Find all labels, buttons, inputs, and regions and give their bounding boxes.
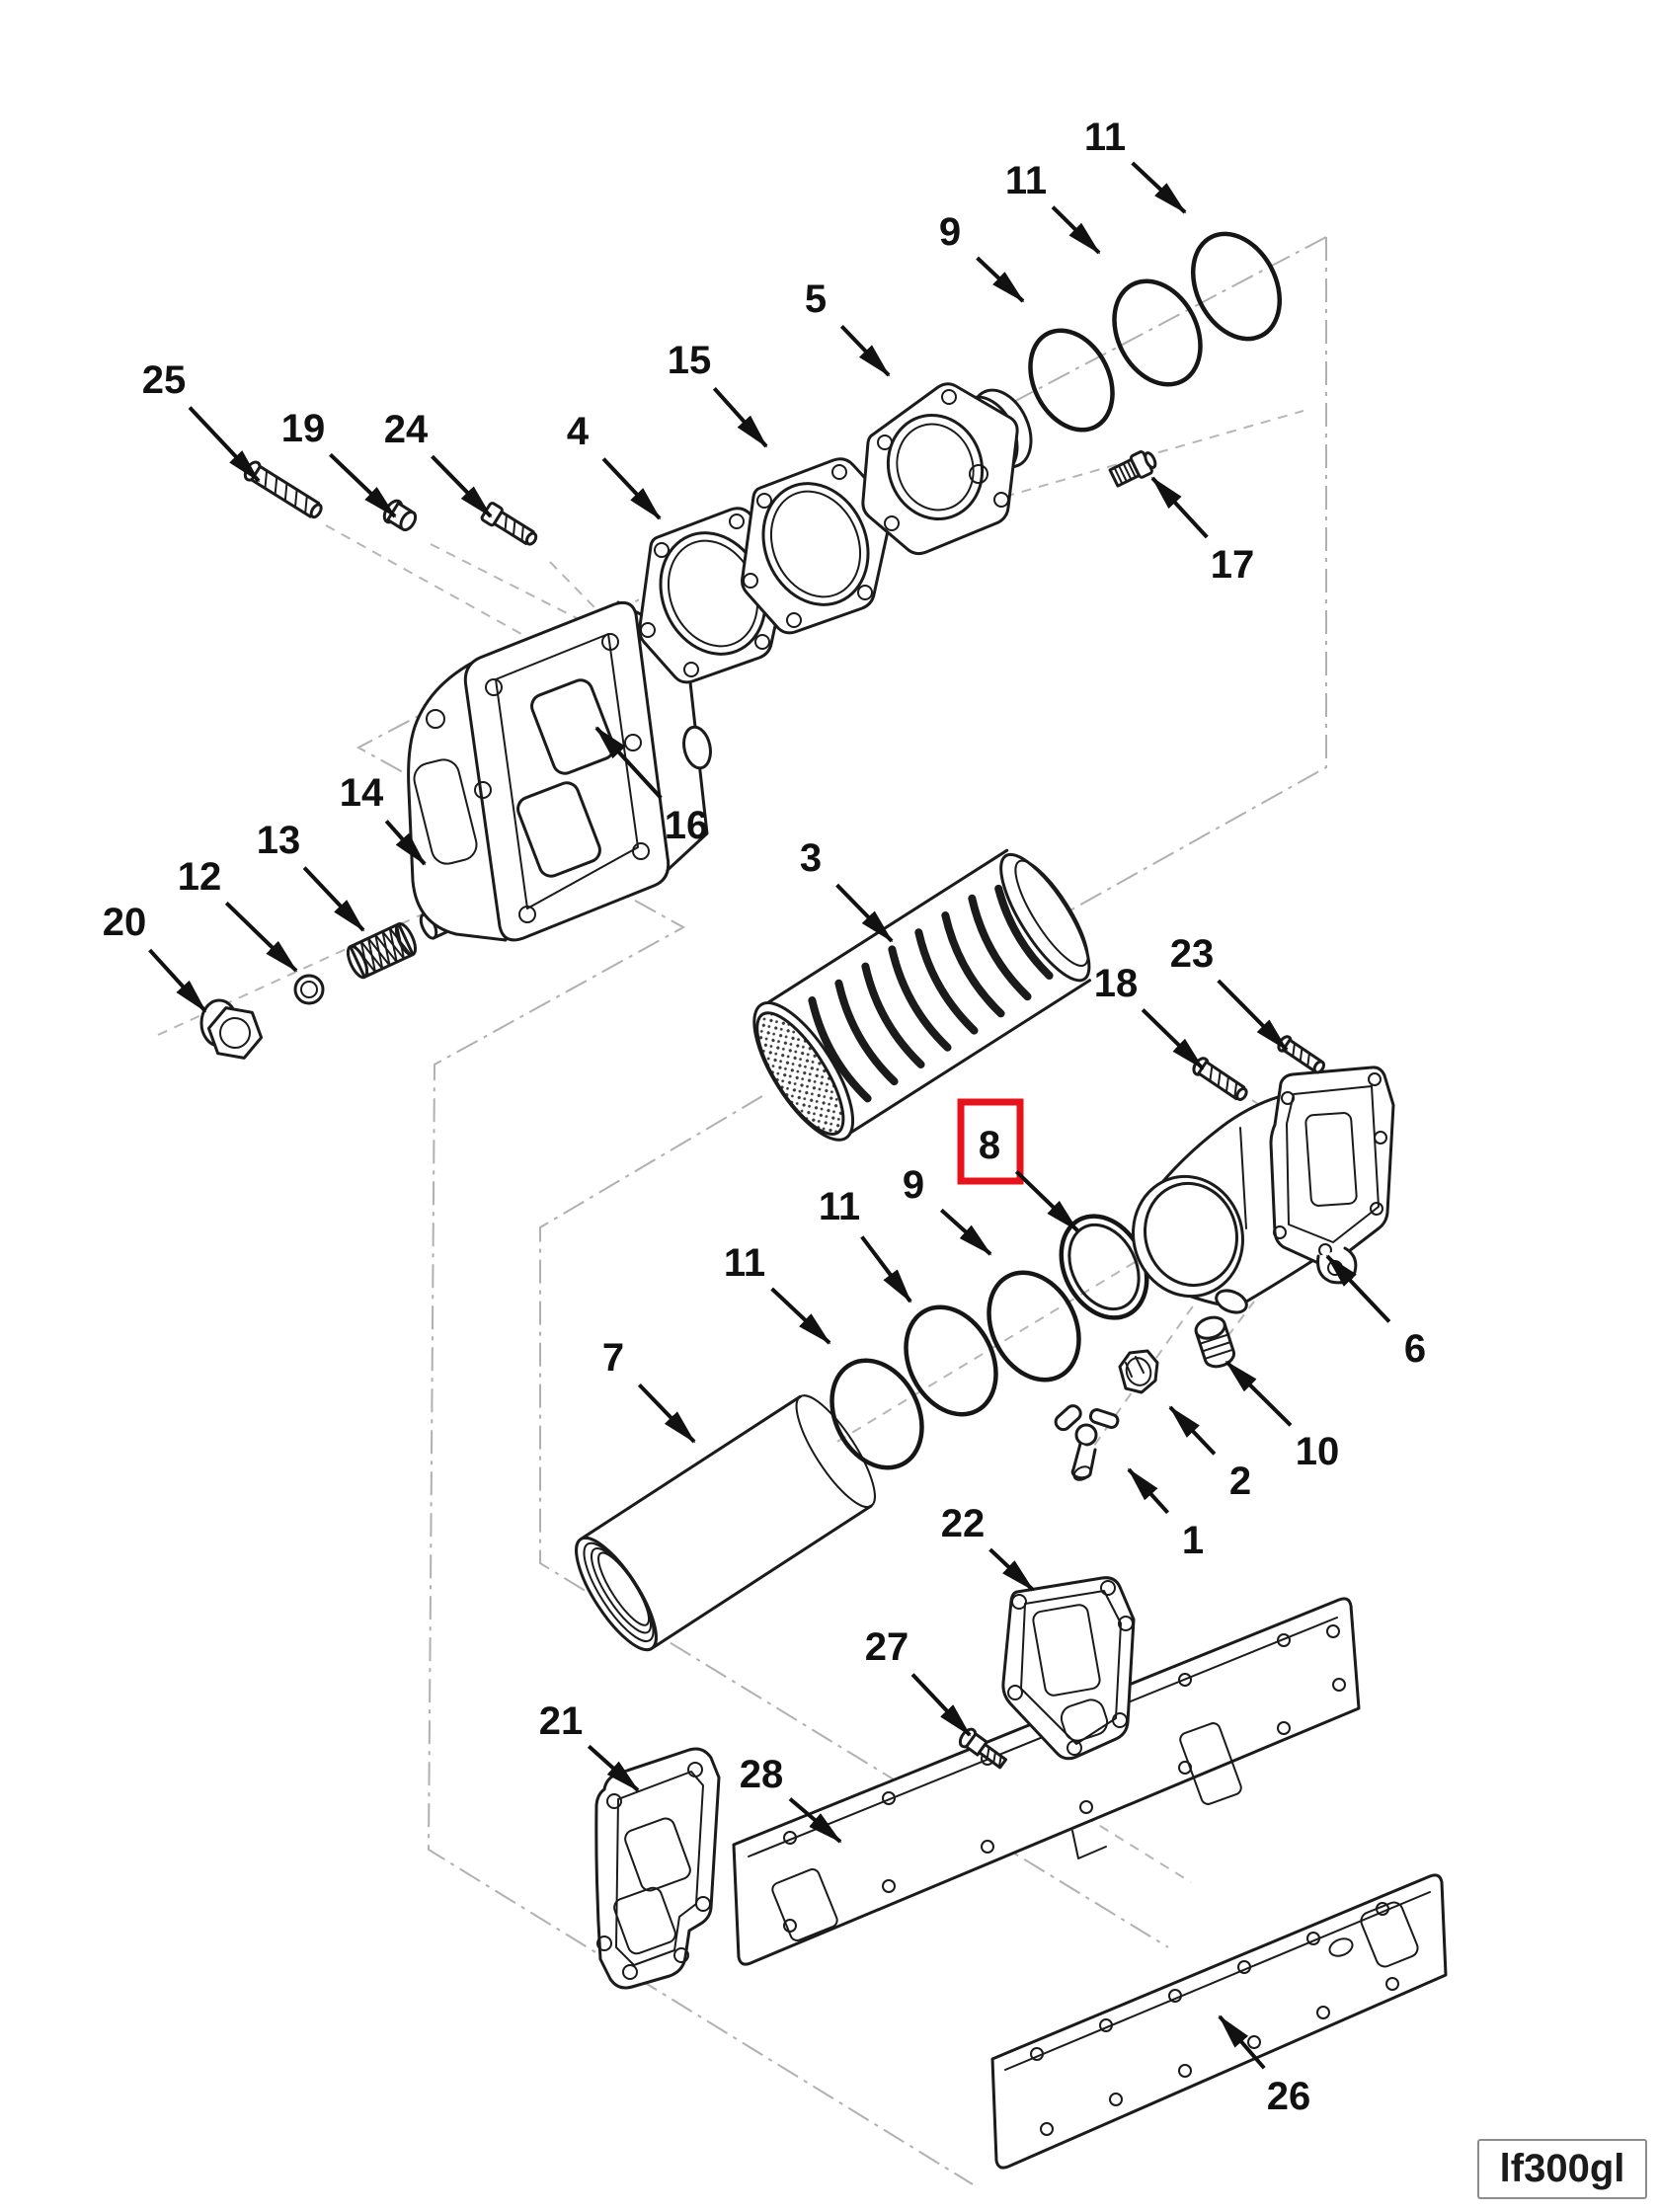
part-19-plug (382, 499, 418, 532)
callout-part-18: 18 (1094, 962, 1205, 1070)
callout-part-20: 20 (103, 901, 207, 1013)
part-number-label: 18 (1094, 962, 1139, 1005)
callout-part-4: 4 (567, 410, 662, 520)
part-16-cooler-cover (407, 600, 712, 942)
callout-part-9: 9 (903, 1163, 992, 1256)
part-number-label: 26 (1267, 2075, 1311, 2118)
callout-part-14: 14 (340, 771, 427, 866)
part-11-oring (830, 1358, 924, 1470)
part-number-label: 20 (103, 901, 147, 944)
callout-part-1: 1 (1127, 1467, 1204, 1562)
part-number-label: 15 (668, 339, 712, 382)
callout-part-22: 22 (941, 1502, 1035, 1592)
part-number-label: 7 (602, 1336, 624, 1380)
part-12-oring-small (293, 974, 325, 1005)
callout-part-13: 13 (257, 819, 365, 932)
part-11-oring (1190, 231, 1283, 342)
part-number-label: 9 (903, 1163, 924, 1207)
callout-part-26: 26 (1218, 2014, 1311, 2118)
part-number-label: 16 (665, 804, 709, 847)
part-number-label: 9 (939, 210, 961, 254)
section-plane-lines (356, 236, 1327, 2185)
part-9-oring (1028, 328, 1115, 433)
callout-part-11: 11 (1084, 116, 1187, 214)
part-number-label: 12 (178, 855, 222, 899)
part-2-hex-plug (1118, 1349, 1159, 1394)
part-number-label: 4 (567, 410, 590, 453)
callout-part-11: 11 (1005, 159, 1101, 255)
part-6-transfer-housing (1132, 1066, 1395, 1314)
part-number-label: 14 (340, 771, 384, 815)
part-number-label: 6 (1404, 1327, 1426, 1371)
callout-layer: 25 19 24 4 15 5 9 11 11 17 16 14 13 12 20 3 18 23 6 8 9 11 11 7… (103, 116, 1426, 2118)
part-9-oring (987, 1270, 1081, 1382)
part-number-label: 25 (142, 358, 187, 402)
part-number-label: 22 (941, 1502, 986, 1545)
part-number-label: 24 (384, 408, 429, 451)
callout-part-24: 24 (384, 408, 493, 518)
part-number-label: 1 (1182, 1519, 1204, 1562)
part-number-label: 19 (281, 407, 326, 450)
callout-part-16: 16 (594, 726, 709, 847)
part-number-label: 5 (805, 277, 827, 321)
callout-part-6: 6 (1325, 1254, 1426, 1371)
part-17-fitting (1108, 450, 1157, 488)
part-number-label: 8 (979, 1124, 1000, 1167)
callout-part-3: 3 (800, 836, 894, 943)
part-number-label: 10 (1296, 1430, 1340, 1473)
part-11-oring (904, 1304, 998, 1417)
part-3-cooler-core (752, 848, 1092, 1142)
callout-part-5: 5 (805, 277, 891, 377)
part-25-stud (243, 460, 323, 519)
highlight-box (957, 1098, 1024, 1185)
callout-part-2: 2 (1168, 1405, 1251, 1503)
part-11-oring (1112, 278, 1203, 387)
part-20-hex-plug (199, 998, 264, 1060)
callout-part-28: 28 (740, 1753, 842, 1844)
part-24-bolt (480, 502, 538, 546)
callout-part-11: 11 (724, 1241, 831, 1345)
part-22-gasket (1001, 1576, 1136, 1761)
callout-part-19: 19 (281, 407, 397, 518)
figure-code-label: lf300gl (1477, 2139, 1647, 2199)
callout-part-17: 17 (1150, 476, 1255, 587)
callout-part-10: 10 (1224, 1360, 1340, 1473)
callout-part-11: 11 (819, 1185, 912, 1304)
callout-part-23: 23 (1170, 932, 1289, 1052)
part-number-label: 11 (819, 1185, 860, 1228)
callout-part-9: 9 (939, 210, 1025, 303)
part-number-label: 11 (1084, 116, 1126, 159)
part-number-label: 11 (1005, 159, 1047, 202)
part-26-core-plate (990, 1873, 1448, 2170)
part-number-label: 13 (257, 819, 301, 862)
part-7-cooler-tube (575, 1394, 876, 1652)
callout-part-21: 21 (539, 1699, 640, 1792)
part-23-stud (1277, 1035, 1326, 1074)
part-13-element (346, 921, 418, 980)
callout-part-12: 12 (178, 855, 298, 973)
callout-part-27: 27 (865, 1625, 972, 1737)
callout-part-15: 15 (668, 339, 768, 448)
part-5-cover-plate (861, 382, 1033, 556)
part-1-drain-cock (1054, 1404, 1120, 1481)
part-21-gasket (594, 1747, 721, 1990)
part-number-label: 2 (1229, 1460, 1251, 1503)
part-number-label: 23 (1170, 932, 1215, 976)
callout-part-25: 25 (142, 358, 261, 483)
part-number-label: 17 (1211, 543, 1255, 587)
part-number-label: 28 (740, 1753, 784, 1796)
part-27-bolt (958, 1727, 1008, 1770)
part-number-label: 21 (539, 1699, 584, 1743)
callout-part-7: 7 (602, 1336, 696, 1444)
part-10-plug (1194, 1315, 1236, 1369)
callout-part-8-highlighted: 8 (979, 1124, 1079, 1232)
part-number-label: 3 (800, 836, 822, 880)
part-number-label: 27 (865, 1625, 909, 1669)
part-number-label: 11 (724, 1241, 765, 1285)
